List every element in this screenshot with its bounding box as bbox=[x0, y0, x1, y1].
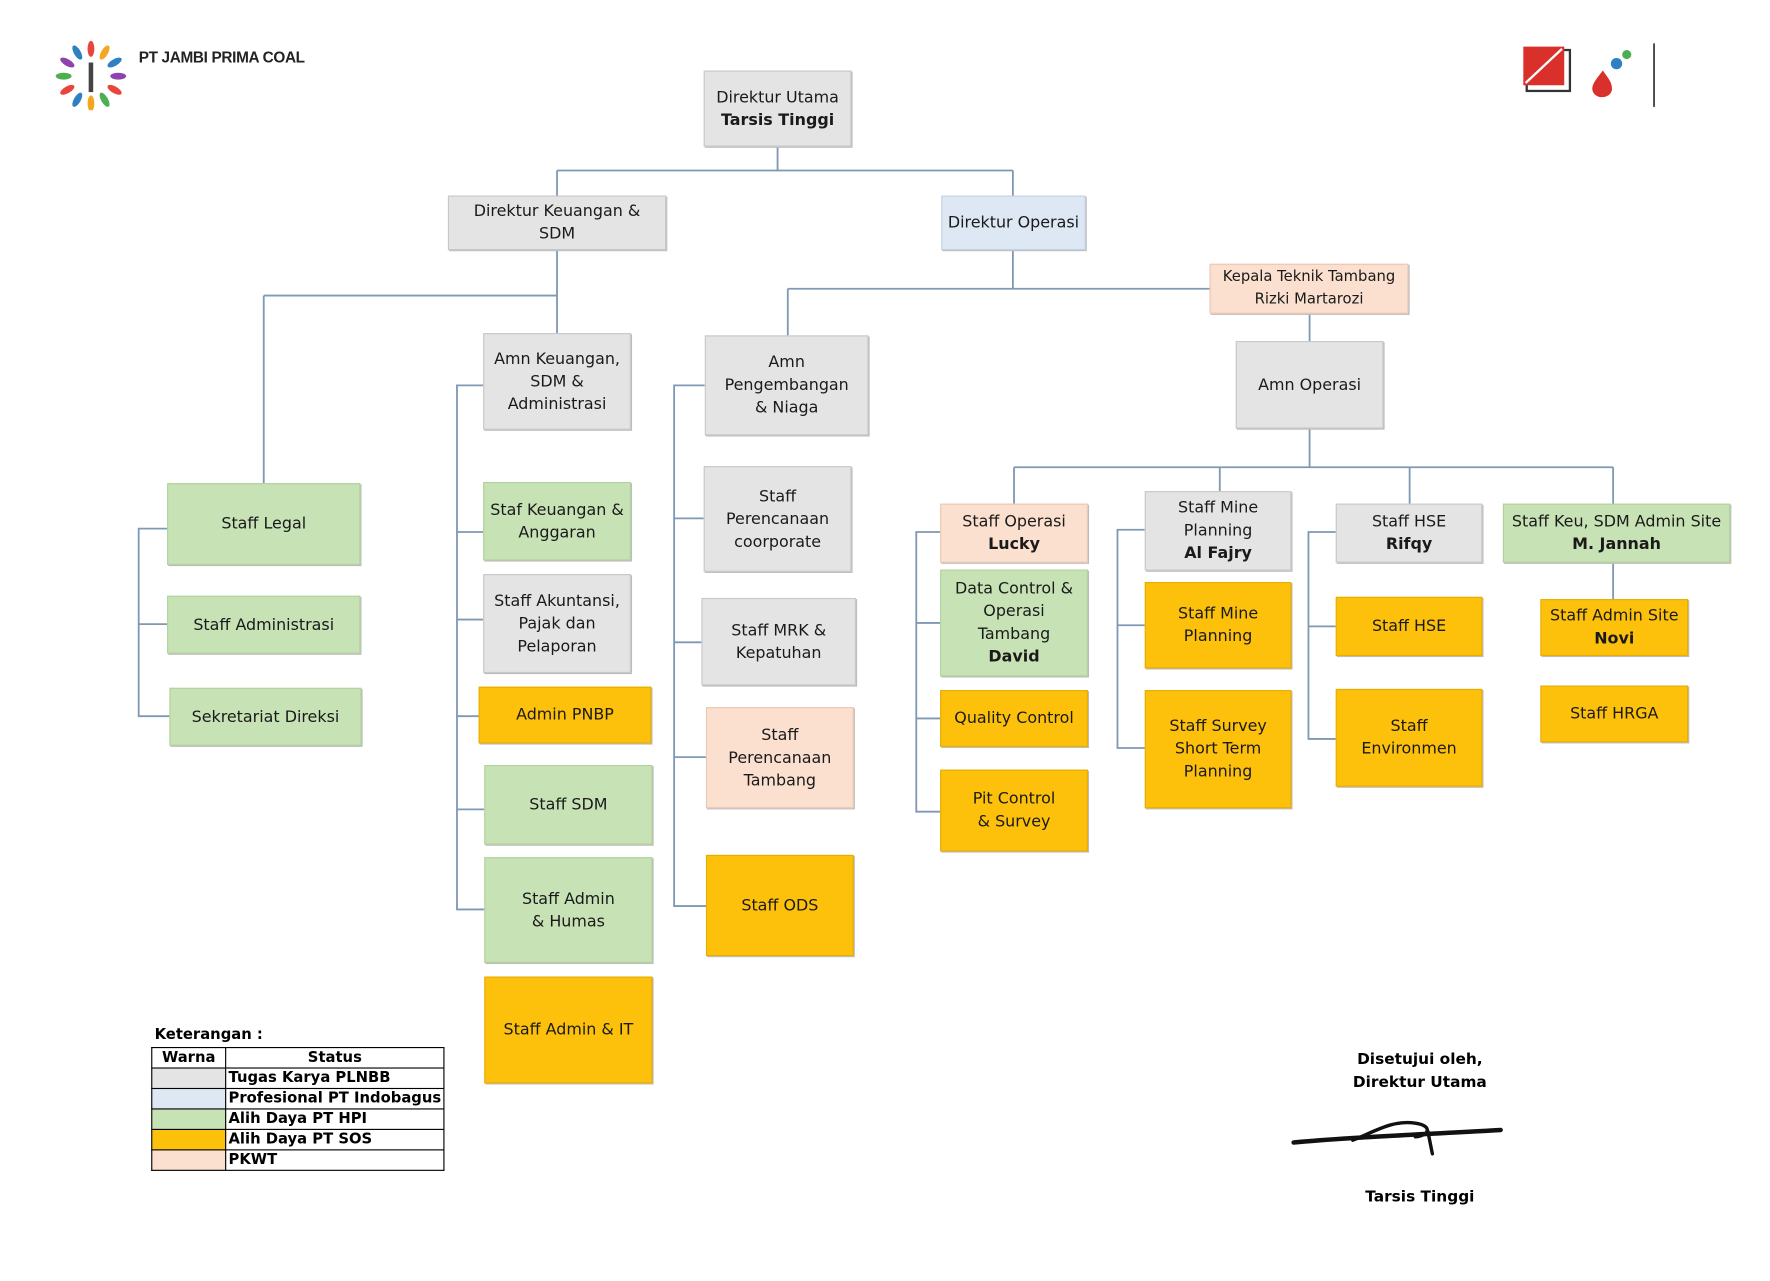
node-staff-legal: Staff Legal bbox=[167, 483, 361, 565]
node-title: Direktur Utama bbox=[716, 88, 839, 107]
node-person: Al Fajry bbox=[1184, 544, 1252, 563]
node-title: Quality Control bbox=[954, 709, 1074, 728]
node-person: M. Jannah bbox=[1572, 535, 1661, 554]
node-staff-hrga: Staff HRGA bbox=[1540, 685, 1689, 743]
legend-table: Warna Status Tugas Karya PLNBB Profesion… bbox=[151, 1046, 445, 1171]
approver-name: Tarsis Tinggi bbox=[1365, 1187, 1475, 1207]
node-title: Staff HRGA bbox=[1570, 704, 1659, 724]
node-person: David bbox=[988, 647, 1040, 667]
partner-logos-icon bbox=[1523, 43, 1655, 107]
node-amn-keuangan: Amn Keuangan, SDM & Administrasi bbox=[483, 333, 631, 430]
node-person: Tarsis Tinggi bbox=[720, 110, 835, 130]
node-title: Staff ODS bbox=[741, 896, 819, 915]
legend-row: Alih Daya PT SOS bbox=[151, 1128, 445, 1151]
node-amn-pengembangan: Amn Pengembangan & Niaga bbox=[704, 335, 869, 436]
node-title: Direktur Operasi bbox=[947, 213, 1080, 232]
legend-swatch bbox=[151, 1087, 227, 1110]
node-direktur-keuangan: Direktur Keuangan & SDM bbox=[447, 195, 667, 251]
node-title: Kepala Teknik Tambang bbox=[1222, 268, 1396, 286]
node-title: Staff HSE bbox=[1371, 512, 1447, 531]
legend-header-row: Warna Status bbox=[151, 1046, 445, 1069]
node-title: Amn Operasi bbox=[1258, 375, 1362, 394]
node-direktur-utama: Direktur Utama Tarsis Tinggi bbox=[703, 70, 852, 147]
legend-status: PKWT bbox=[225, 1149, 445, 1171]
node-title: Staff Admin & IT bbox=[503, 1020, 634, 1040]
node-person: Lucky bbox=[988, 535, 1040, 554]
node-data-control: Data Control & Operasi Tambang David bbox=[940, 569, 1088, 677]
node-staff-administrasi: Staff Administrasi bbox=[167, 595, 361, 654]
node-amn-operasi: Amn Operasi bbox=[1235, 341, 1384, 429]
node-title: Staff Administrasi bbox=[193, 615, 335, 634]
legend-row: Tugas Karya PLNBB bbox=[151, 1067, 445, 1090]
node-staff-sdm: Staff SDM bbox=[484, 765, 653, 845]
node-direktur-operasi: Direktur Operasi bbox=[941, 195, 1086, 251]
node-title: Direktur Keuangan & SDM bbox=[473, 202, 641, 244]
node-staff-admin-humas: Staff Admin & Humas bbox=[484, 857, 653, 963]
legend-status: Alih Daya PT SOS bbox=[225, 1128, 445, 1151]
node-staff-admin-site: Staff Admin Site Novi bbox=[1540, 599, 1689, 656]
node-quality-control: Quality Control bbox=[940, 690, 1088, 747]
node-pit-control: Pit Control & Survey bbox=[940, 769, 1088, 852]
legend-status: Alih Daya PT HPI bbox=[225, 1108, 445, 1130]
legend-status: Tugas Karya PLNBB bbox=[225, 1067, 445, 1090]
node-staff-mine-planning-lead: Staff Mine Planning Al Fajry bbox=[1144, 491, 1292, 571]
approval-line-1: Disetujui oleh, bbox=[1357, 1050, 1483, 1069]
legend-title: Keterangan : bbox=[154, 1026, 263, 1044]
signature-icon bbox=[1291, 1120, 1503, 1156]
legend-row: PKWT bbox=[151, 1149, 445, 1171]
node-title: Staff SDM bbox=[529, 795, 608, 814]
node-staff-operasi: Staff Operasi Lucky bbox=[940, 503, 1088, 563]
node-staff-hse: Staff HSE bbox=[1335, 596, 1483, 656]
node-title: Staff Admin Site bbox=[1550, 607, 1679, 626]
node-staff-admin-it: Staff Admin & IT bbox=[484, 976, 653, 1084]
legend-swatch bbox=[151, 1108, 227, 1130]
legend-status: Profesional PT Indobagus bbox=[225, 1087, 445, 1110]
node-staf-keuangan-anggaran: Staf Keuangan & Anggaran bbox=[483, 482, 631, 561]
legend-swatch bbox=[151, 1067, 227, 1090]
node-staff-survey: Staff Survey Short Term Planning bbox=[1144, 690, 1292, 809]
company-logo-icon bbox=[55, 40, 127, 111]
node-kepala-teknik-tambang: Kepala Teknik Tambang Rizki Martarozi bbox=[1209, 263, 1409, 314]
node-staff-environmen: Staff Environmen bbox=[1335, 688, 1483, 787]
node-admin-pnbp: Admin PNBP bbox=[478, 686, 652, 744]
approval-line-2: Direktur Utama bbox=[1352, 1073, 1487, 1092]
node-person: Rizki Martarozi bbox=[1254, 291, 1364, 309]
legend-swatch bbox=[151, 1128, 227, 1151]
node-staff-keu-sdm-admin-site: Staff Keu, SDM Admin Site M. Jannah bbox=[1502, 503, 1731, 563]
node-staff-mine-planning: Staff Mine Planning bbox=[1144, 582, 1292, 669]
node-title: Staff Operasi bbox=[962, 512, 1066, 531]
node-staff-ods: Staff ODS bbox=[705, 854, 854, 957]
legend-row: Profesional PT Indobagus bbox=[151, 1087, 445, 1110]
node-sekretariat-direksi: Sekretariat Direksi bbox=[169, 687, 362, 746]
node-staff-mrk: Staff MRK & Kepatuhan bbox=[701, 597, 857, 686]
node-title: Staff Legal bbox=[221, 514, 307, 534]
legend-row: Alih Daya PT HPI bbox=[151, 1108, 445, 1130]
node-title: Staff HSE bbox=[1371, 617, 1447, 636]
node-title: Sekretariat Direksi bbox=[191, 707, 340, 726]
legend-swatch bbox=[151, 1149, 227, 1171]
node-title: Admin PNBP bbox=[516, 705, 614, 725]
node-staff-akuntansi: Staff Akuntansi, Pajak dan Pelaporan bbox=[483, 574, 631, 673]
node-person: Rifqy bbox=[1385, 535, 1433, 554]
node-person: Novi bbox=[1594, 629, 1635, 648]
legend-col-color: Warna bbox=[151, 1046, 227, 1069]
node-staff-perencanaan-coorporate: Staff Perencanaan coorporate bbox=[703, 466, 852, 572]
company-name: PT JAMBI PRIMA COAL bbox=[138, 48, 305, 66]
legend-col-status: Status bbox=[225, 1046, 445, 1069]
node-title: Staff Keu, SDM Admin Site bbox=[1511, 512, 1722, 531]
node-staff-hse-lead: Staff HSE Rifqy bbox=[1335, 503, 1483, 563]
node-staff-perencanaan-tambang: Staff Perencanaan Tambang bbox=[705, 707, 854, 809]
approval-block: Disetujui oleh, Direktur Utama bbox=[1307, 1048, 1532, 1093]
